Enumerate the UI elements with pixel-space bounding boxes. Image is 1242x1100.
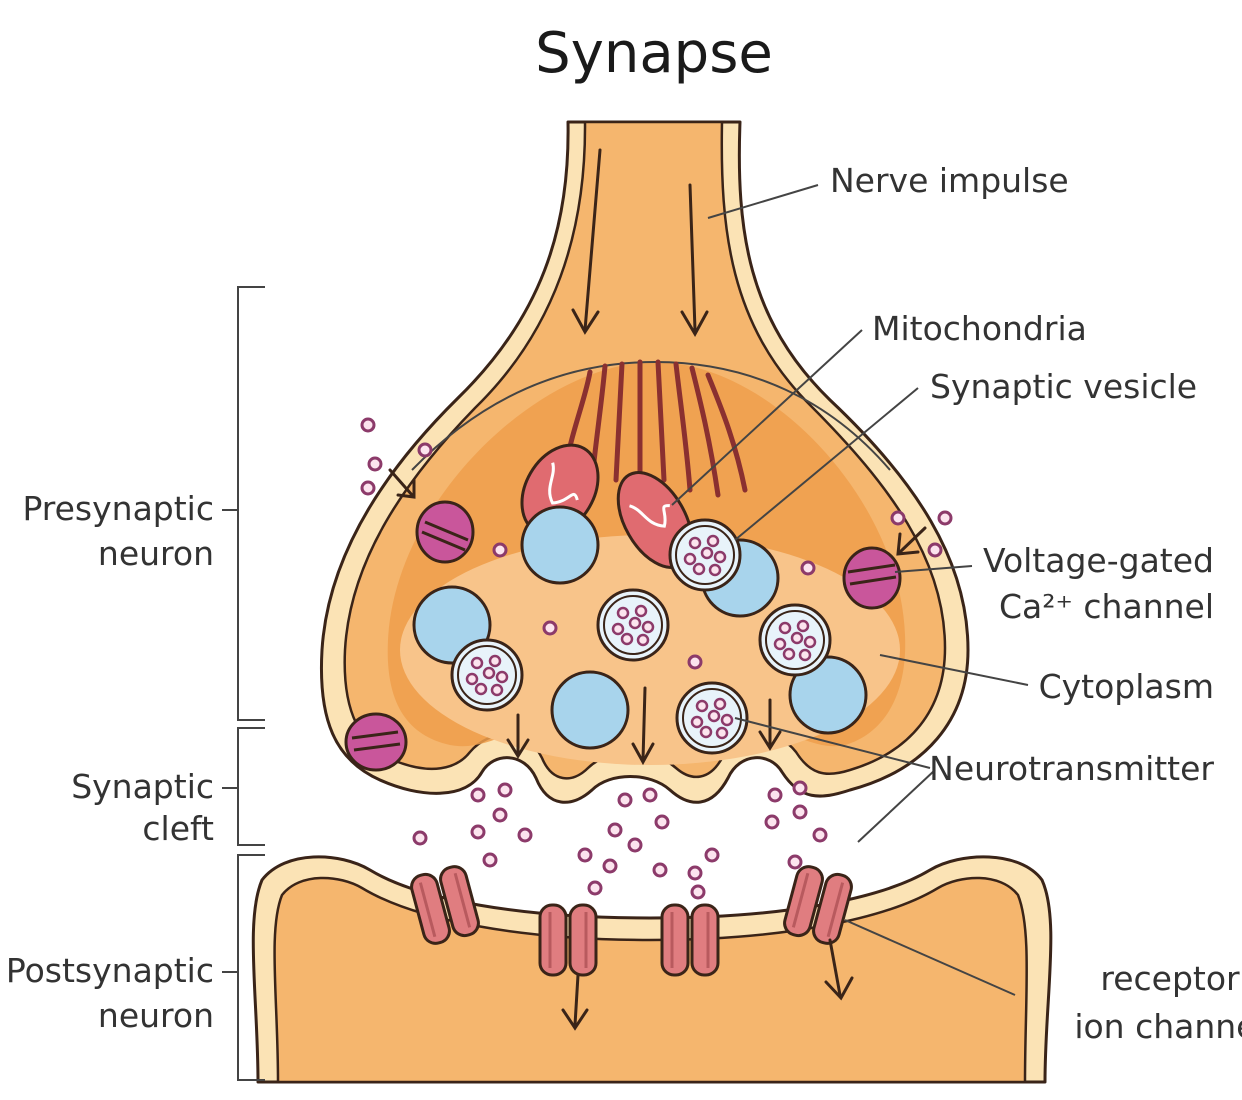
- label-voltage-gated-line1: Voltage-gated: [983, 541, 1214, 580]
- calcium-influx-arrows: [388, 468, 927, 556]
- receptor-ion-channels: [410, 865, 853, 977]
- ion-flow-arrows: [561, 938, 854, 1031]
- vesicle-filled: [450, 638, 524, 712]
- neurotransmitter-molecule: [577, 847, 593, 863]
- label-nerve-impulse: Nerve impulse: [830, 161, 1069, 200]
- receptor-channel: [410, 865, 480, 945]
- neurotransmitter-molecule: [482, 852, 498, 868]
- neurotransmitter-molecule: [787, 854, 803, 870]
- neurotransmitter-molecule: [517, 827, 533, 843]
- neurotransmitter-molecule: [470, 824, 486, 840]
- empty-vesicles: [412, 505, 868, 750]
- neurotransmitter-molecule: [470, 787, 486, 803]
- vesicle-filled: [668, 518, 742, 592]
- neurotransmitter-molecule: [642, 787, 658, 803]
- label-postsynaptic-line2: neuron: [98, 996, 214, 1035]
- neurotransmitter-molecule: [767, 787, 783, 803]
- label-synaptic-vesicle: Synaptic vesicle: [930, 367, 1197, 406]
- neurotransmitter-molecule: [654, 814, 670, 830]
- vesicle-filled: [596, 588, 670, 662]
- label-receptor-line2: ion channel: [1074, 1007, 1242, 1046]
- label-voltage-gated-line2: Ca²⁺ channel: [999, 587, 1214, 626]
- neurotransmitter-molecule: [690, 884, 706, 900]
- neurotransmitter-molecule: [704, 847, 720, 863]
- label-presynaptic-line1: Presynaptic: [22, 489, 214, 528]
- neurotransmitter-molecule: [412, 830, 428, 846]
- label-mitochondria: Mitochondria: [872, 309, 1087, 348]
- label-cytoplasm: Cytoplasm: [1039, 667, 1214, 706]
- vesicle-empty: [520, 505, 600, 585]
- label-presynaptic-line2: neuron: [98, 534, 214, 573]
- diagram-title: Synapse: [535, 21, 773, 86]
- neurotransmitter-molecule: [497, 782, 513, 798]
- neurotransmitter-molecule: [792, 804, 808, 820]
- label-postsynaptic-line1: Postsynaptic: [6, 951, 214, 990]
- cleft-neurotransmitters: [412, 780, 828, 900]
- neurotransmitter-molecule: [587, 880, 603, 896]
- label-receptor-line1: receptor: [1100, 959, 1240, 998]
- neurotransmitter-molecule: [607, 822, 623, 838]
- synaptic-vesicles: [450, 518, 832, 755]
- calcium-channel-left: [415, 500, 475, 564]
- bracket-synaptic-cleft: [222, 727, 265, 846]
- neurotransmitter-molecule: [764, 814, 780, 830]
- calcium-channel-right: [842, 546, 902, 610]
- label-cleft-line2: cleft: [142, 809, 214, 848]
- receptor-channel: [538, 903, 598, 977]
- calcium-ions: [360, 417, 953, 558]
- neurotransmitter-molecule: [492, 807, 508, 823]
- postsynaptic-neuron: [251, 855, 1053, 1084]
- internal-neurotransmitters: [492, 542, 816, 670]
- nerve-impulse-arrows: [571, 148, 709, 338]
- vesicle-filled: [675, 681, 749, 755]
- neurotransmitter-molecule: [627, 837, 643, 853]
- vesicle-filled: [758, 603, 832, 677]
- neurotransmitter-molecule: [792, 780, 808, 796]
- neurotransmitter-molecule: [617, 792, 633, 808]
- receptor-channel: [783, 865, 853, 945]
- release-arrows: [506, 686, 782, 766]
- vesicle-empty: [788, 655, 868, 735]
- calcium-channel-bottom: [344, 712, 408, 772]
- neurotransmitter-molecule: [652, 862, 668, 878]
- neurotransmitter-molecule: [687, 865, 703, 881]
- bracket-postsynaptic: [222, 854, 265, 1081]
- vesicle-empty: [550, 670, 630, 750]
- label-neurotransmitter: Neurotransmitter: [929, 749, 1214, 788]
- receptor-channel: [660, 903, 720, 977]
- bracket-presynaptic: [222, 286, 265, 721]
- neurotransmitter-molecule: [602, 858, 618, 874]
- neurotransmitter-molecule: [812, 827, 828, 843]
- label-cleft-line1: Synaptic: [71, 767, 214, 806]
